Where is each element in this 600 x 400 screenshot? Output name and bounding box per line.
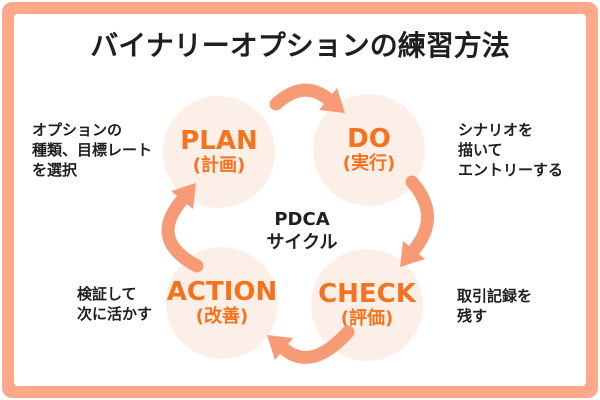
do-note: シナリオを 描いて エントリーする bbox=[458, 121, 564, 179]
action-sublabel: (改善) bbox=[195, 306, 249, 327]
page-title: バイナリーオプションの練習方法 bbox=[90, 29, 510, 62]
plan-sublabel: (計画) bbox=[192, 155, 246, 176]
check-label: CHECK bbox=[318, 279, 416, 309]
cycle-center-label: PDCA サイクル bbox=[266, 209, 338, 253]
plan-circle: PLAN (計画) bbox=[163, 96, 275, 208]
action-note: 検証して 次に活かす bbox=[77, 285, 153, 323]
action-circle: ACTION (改善) bbox=[166, 247, 278, 359]
plan-note: オプションの 種類、目標レート を選択 bbox=[32, 121, 153, 179]
do-sublabel: (実行) bbox=[342, 153, 396, 174]
check-circle: CHECK (評価) bbox=[311, 249, 423, 361]
do-circle: DO (実行) bbox=[313, 94, 425, 206]
plan-label: PLAN bbox=[180, 126, 258, 156]
content-area bbox=[14, 14, 586, 386]
check-sublabel: (評価) bbox=[340, 308, 394, 329]
check-note: 取引記録を 残す bbox=[457, 287, 533, 325]
action-label: ACTION bbox=[166, 277, 278, 307]
do-label: DO bbox=[347, 124, 391, 154]
